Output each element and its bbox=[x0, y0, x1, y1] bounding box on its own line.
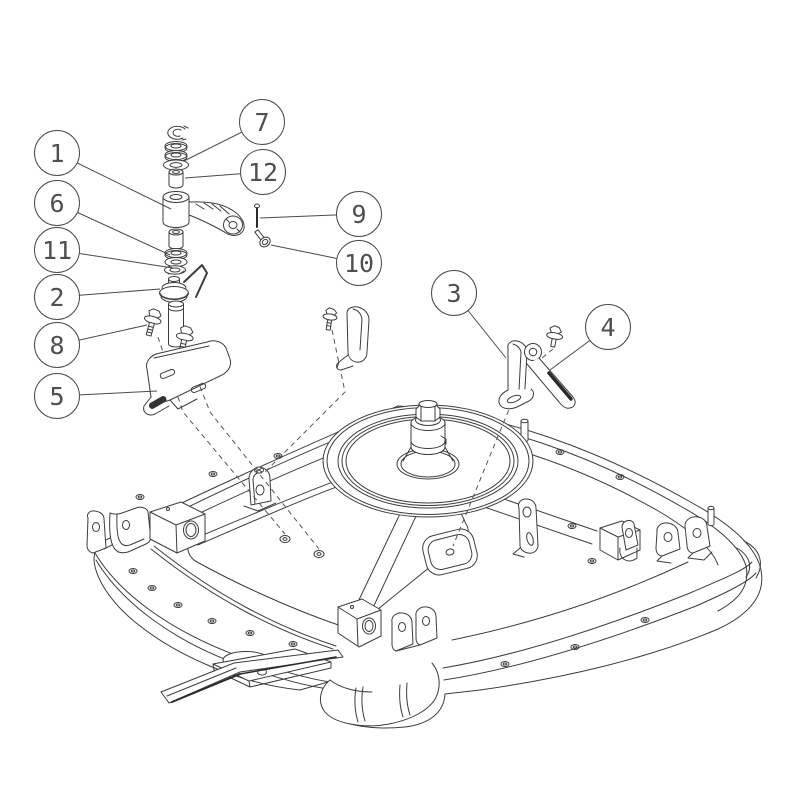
spring-wire-arm bbox=[184, 265, 207, 297]
deck-drawing bbox=[87, 406, 762, 728]
callout-4: 4 bbox=[550, 305, 631, 371]
callout-10: 10 bbox=[271, 241, 382, 286]
callout-12-label: 12 bbox=[248, 158, 278, 187]
callout-8: 8 bbox=[35, 323, 148, 368]
deck-idler-pad bbox=[420, 526, 480, 577]
belt-guide-middle-bolt bbox=[321, 307, 338, 331]
idler-bracket bbox=[144, 341, 231, 415]
idler-arm bbox=[163, 192, 244, 236]
deck-tab-bracket bbox=[244, 467, 276, 511]
deck-right-plate-bracket bbox=[685, 517, 712, 560]
spacer-bushing-top bbox=[169, 169, 183, 188]
washer-stack-top bbox=[164, 142, 189, 171]
deck-skirt-mid-right bbox=[444, 573, 756, 680]
callout-5: 5 bbox=[35, 374, 158, 419]
deck-skirt-mid-left bbox=[95, 553, 338, 683]
callout-2: 2 bbox=[35, 275, 161, 320]
deck-rivets bbox=[129, 450, 649, 667]
callout-1: 1 bbox=[35, 131, 172, 210]
callout-6: 6 bbox=[35, 181, 171, 256]
callouts: 1 6 11 2 8 5 7 bbox=[35, 100, 631, 419]
dashed-line-rod4 bbox=[537, 349, 553, 362]
deck-ear-bracket-pair bbox=[392, 607, 437, 651]
rod-bolt bbox=[545, 325, 564, 348]
deck-left-block bbox=[150, 502, 205, 553]
deck-strap-bracket bbox=[513, 499, 538, 557]
callout-2-label: 2 bbox=[49, 283, 64, 312]
deck-right-block bbox=[600, 520, 640, 561]
deck-peg-right bbox=[708, 506, 714, 525]
callout-7-label: 7 bbox=[254, 108, 269, 137]
deck-mount-screw-2 bbox=[314, 551, 324, 558]
flange-bolt-left bbox=[140, 307, 163, 337]
deck-left-bracket bbox=[87, 511, 106, 553]
callout-9: 9 bbox=[260, 192, 382, 237]
callout-11-label: 11 bbox=[42, 236, 72, 265]
callout-3: 3 bbox=[432, 271, 507, 359]
deck-boot bbox=[320, 663, 439, 726]
deck-inner-contour-right bbox=[452, 562, 688, 640]
deck-center-block bbox=[338, 599, 381, 647]
idler-arm-hub bbox=[163, 197, 189, 228]
callout-9-label: 9 bbox=[351, 200, 366, 229]
flat-washers bbox=[165, 249, 187, 267]
belt-guide-rod-4 bbox=[525, 325, 576, 408]
deck-rim-inner-line bbox=[104, 414, 747, 611]
callout-1-label: 1 bbox=[49, 139, 64, 168]
callout-12: 12 bbox=[185, 150, 286, 195]
deck-right-tip-arc-1 bbox=[744, 541, 760, 578]
callout-4-label: 4 bbox=[600, 313, 615, 342]
deck-right-tip-arc-2 bbox=[737, 548, 750, 577]
deck-mount-screw-1 bbox=[280, 536, 290, 543]
spindle-pulley-drawing bbox=[323, 401, 533, 518]
retaining-ring bbox=[168, 126, 188, 140]
belt-channel-line-1 bbox=[151, 549, 333, 649]
exploded-parts bbox=[140, 126, 575, 415]
callout-7: 7 bbox=[184, 100, 285, 162]
belt-guide-bracket-3 bbox=[499, 341, 534, 409]
callout-8-label: 8 bbox=[49, 331, 64, 360]
blade-drawing bbox=[161, 649, 343, 703]
callout-6-label: 6 bbox=[49, 189, 64, 218]
belt-channel-line-2 bbox=[154, 546, 336, 646]
callout-5-label: 5 bbox=[49, 382, 64, 411]
shoulder-bolt bbox=[252, 228, 272, 249]
callout-11: 11 bbox=[35, 228, 174, 273]
deck-right-l-bracket bbox=[656, 523, 680, 563]
callout-3-label: 3 bbox=[446, 279, 461, 308]
roll-pin bbox=[255, 204, 260, 227]
spacer-bushing-bottom bbox=[169, 229, 183, 249]
dashed-line-guide3 bbox=[453, 402, 512, 546]
dashed-line-belt-guide bbox=[265, 330, 345, 472]
callout-10-label: 10 bbox=[344, 249, 374, 278]
belt-guide-middle bbox=[321, 307, 369, 370]
deck-left-hook-bracket bbox=[110, 507, 151, 553]
deck-bottom-edge-right bbox=[443, 562, 752, 668]
